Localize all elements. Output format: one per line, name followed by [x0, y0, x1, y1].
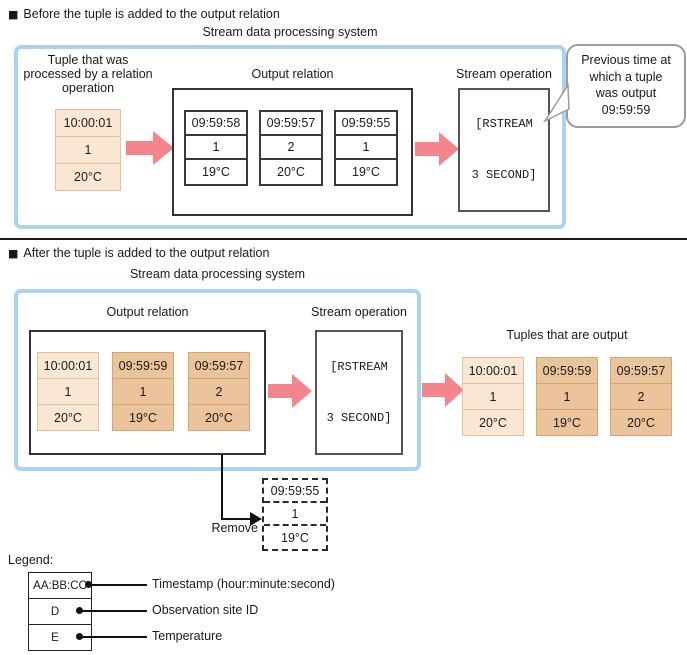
tuple-site-id: 1 [336, 136, 396, 160]
tuple-timestamp: 09:59:55 [264, 480, 326, 503]
tuple-temperature: 19°C [186, 160, 246, 184]
removed-tuple: 09:59:55 1 19°C [262, 478, 328, 551]
flow-arrow-icon [422, 373, 464, 407]
remove-label: Remove [211, 521, 258, 535]
tuple-temperature: 20°C [261, 160, 321, 184]
stream-operation-code: [RSTREAM 3 SECOND] [326, 359, 392, 425]
tuple-temperature: 20°C [610, 409, 672, 436]
flow-arrow-icon [268, 374, 312, 408]
legend-timestamp-label: Timestamp (hour:minute:second) [152, 577, 335, 591]
relation-tuple: 10:00:01 1 20°C [37, 352, 99, 431]
before-section-heading: ■ Before the tuple is added to the output… [8, 7, 280, 21]
before-stream-operation-label: Stream operation [456, 67, 552, 81]
tuple-temperature: 20°C [55, 163, 121, 191]
before-output-relation-label: Output relation [251, 67, 334, 81]
legend-heading: Legend: [8, 553, 54, 567]
tuple-timestamp: 09:59:57 [610, 357, 672, 384]
output-tuples-label: Tuples that are output [506, 328, 628, 342]
tuple-temperature: 20°C [462, 409, 524, 436]
tuple-timestamp: 10:00:01 [55, 109, 121, 137]
output-tuple: 10:00:01 1 20°C [462, 357, 524, 436]
previous-output-time-callout: Previous time at which a tuple was outpu… [566, 44, 686, 128]
tuple-timestamp: 09:59:58 [186, 112, 246, 136]
before-input-tuple-label: Tuple that was processed by a relation o… [23, 53, 153, 95]
legend-line [79, 636, 147, 638]
tuple-temperature: 19°C [112, 404, 174, 431]
relation-tuple: 09:59:58 1 19°C [184, 110, 248, 186]
tuple-site-id: 1 [462, 383, 524, 410]
relation-tuple: 09:59:55 1 19°C [334, 110, 398, 186]
after-stream-operation-box: [RSTREAM 3 SECOND] [315, 330, 403, 455]
tuple-site-id: 1 [186, 136, 246, 160]
tuple-temperature: 19°C [264, 526, 326, 549]
output-tuple: 09:59:57 2 20°C [610, 357, 672, 436]
black-square-bullet-icon: ■ [8, 247, 19, 260]
black-square-bullet-icon: ■ [8, 8, 19, 21]
tuple-timestamp: 10:00:01 [462, 357, 524, 384]
legend-temp-label: Temperature [152, 629, 223, 643]
tuple-timestamp: 09:59:57 [261, 112, 321, 136]
callout-tail-icon [542, 82, 570, 123]
flow-arrow-icon [126, 131, 174, 165]
flow-arrow-icon [415, 132, 459, 166]
after-system-label: Stream data processing system [129, 267, 306, 281]
tuple-site-id: 1 [55, 136, 121, 164]
tuple-temperature: 19°C [336, 160, 396, 184]
before-input-tuple: 10:00:01 1 20°C [55, 109, 121, 191]
section-divider [0, 238, 687, 240]
tuple-timestamp: 09:59:59 [112, 352, 174, 379]
legend-line [88, 584, 147, 586]
tuple-temperature: 20°C [188, 404, 250, 431]
output-tuple: 09:59:59 1 19°C [536, 357, 598, 436]
after-output-relation-label: Output relation [106, 305, 189, 319]
relation-tuple: 09:59:57 2 20°C [188, 352, 250, 431]
tuple-site-id: 1 [264, 503, 326, 526]
before-stream-operation-box: [RSTREAM 3 SECOND] [458, 88, 550, 212]
tuple-site-id: 1 [536, 383, 598, 410]
tuple-timestamp: 09:59:55 [336, 112, 396, 136]
tuple-site-id: 2 [188, 378, 250, 405]
tuple-timestamp: 09:59:57 [188, 352, 250, 379]
stream-operation-code: [RSTREAM 3 SECOND] [471, 117, 537, 182]
before-heading-text: Before the tuple is added to the output … [23, 7, 280, 21]
tuple-timestamp: 09:59:59 [536, 357, 598, 384]
after-heading-text: After the tuple is added to the output r… [23, 246, 270, 260]
legend-site-cell: D [29, 599, 91, 625]
remove-connector-arrow [221, 455, 262, 526]
legend-line [79, 610, 147, 612]
tuple-site-id: 2 [261, 136, 321, 160]
relation-tuple: 09:59:57 2 20°C [259, 110, 323, 186]
tuple-site-id: 2 [610, 383, 672, 410]
before-system-label: Stream data processing system [202, 25, 378, 39]
tuple-site-id: 1 [112, 378, 174, 405]
tuple-temperature: 19°C [536, 409, 598, 436]
after-stream-operation-label: Stream operation [311, 305, 407, 319]
legend-temp-cell: E [51, 631, 59, 644]
legend-timestamp-cell: AA:BB:CC [29, 573, 91, 599]
after-section-heading: ■ After the tuple is added to the output … [8, 246, 269, 260]
legend-site-label: Observation site ID [152, 603, 259, 617]
relation-tuple: 09:59:59 1 19°C [112, 352, 174, 431]
tuple-timestamp: 10:00:01 [37, 352, 99, 379]
tuple-site-id: 1 [37, 378, 99, 405]
tuple-temperature: 20°C [37, 404, 99, 431]
